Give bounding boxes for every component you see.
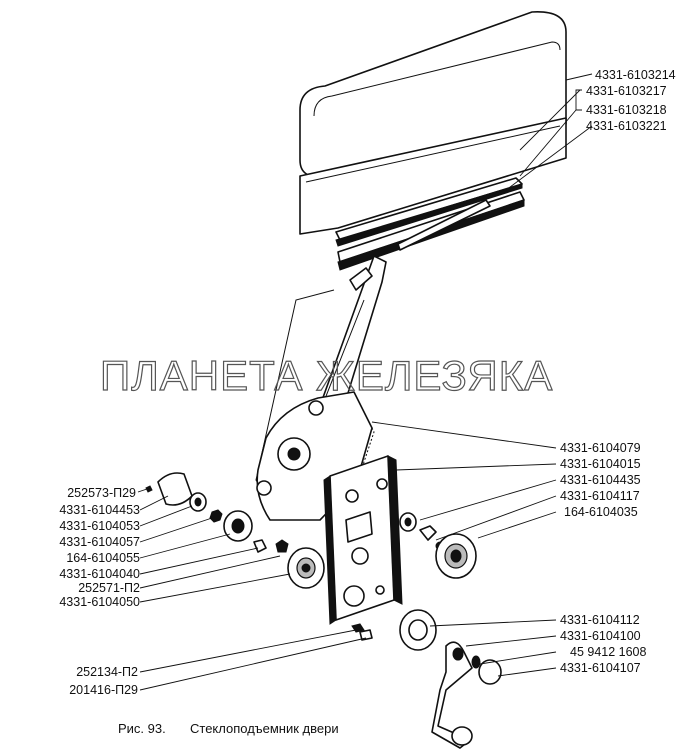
part-label: 252571-П2 <box>78 581 140 595</box>
part-label: 252573-П29 <box>67 486 136 500</box>
part-label: 4331-6104112 <box>560 613 640 627</box>
part-label: 4331-6104079 <box>560 441 641 455</box>
figure-caption: Рис. 93. Стеклоподъемник двери <box>118 721 339 736</box>
part-label: 4331-6104435 <box>560 473 641 487</box>
part-label: 252134-П2 <box>76 665 138 679</box>
part-label: 4331-6103221 <box>586 119 667 133</box>
mounting-plate <box>323 455 403 625</box>
part-label: 4331-6104453 <box>59 503 140 517</box>
part-label: 201416-П29 <box>69 683 138 697</box>
part-label: 4331-6104057 <box>59 535 140 549</box>
caption-figure-number: Рис. 93. <box>118 721 166 736</box>
part-label: 4331-6104107 <box>560 661 641 675</box>
pinion-and-drum <box>275 539 325 589</box>
part-label: 164-6104035 <box>564 505 638 519</box>
window-glass <box>299 11 567 235</box>
handle-assembly <box>351 609 502 749</box>
left-labels: 252573-П29 4331-6104453 4331-6104053 433… <box>59 486 140 697</box>
part-label: 4331-6103214 <box>595 68 676 82</box>
watermark: ПЛАНЕТА ЖЕЛЕЗЯКА <box>100 352 553 399</box>
leader-lines <box>137 73 593 691</box>
part-label: 4331-6104053 <box>59 519 140 533</box>
caption-title: Стеклоподъемник двери <box>190 721 339 736</box>
part-label: 4331-6103218 <box>586 103 667 117</box>
right-labels: 4331-6103214 4331-6103217 4331-6103218 4… <box>560 68 676 675</box>
part-label: 164-6104055 <box>66 551 140 565</box>
part-label: 4331-6104015 <box>560 457 641 471</box>
part-label: 4331-6104117 <box>560 489 640 503</box>
part-label: 4331-6103217 <box>586 84 667 98</box>
part-label: 4331-6104040 <box>59 567 140 581</box>
right-small-parts <box>399 512 477 579</box>
glass-channels <box>335 177 525 271</box>
part-label: 4331-6104050 <box>59 595 140 609</box>
part-label: 4331-6104100 <box>560 629 641 643</box>
part-label: 45 9412 1608 <box>570 645 647 659</box>
